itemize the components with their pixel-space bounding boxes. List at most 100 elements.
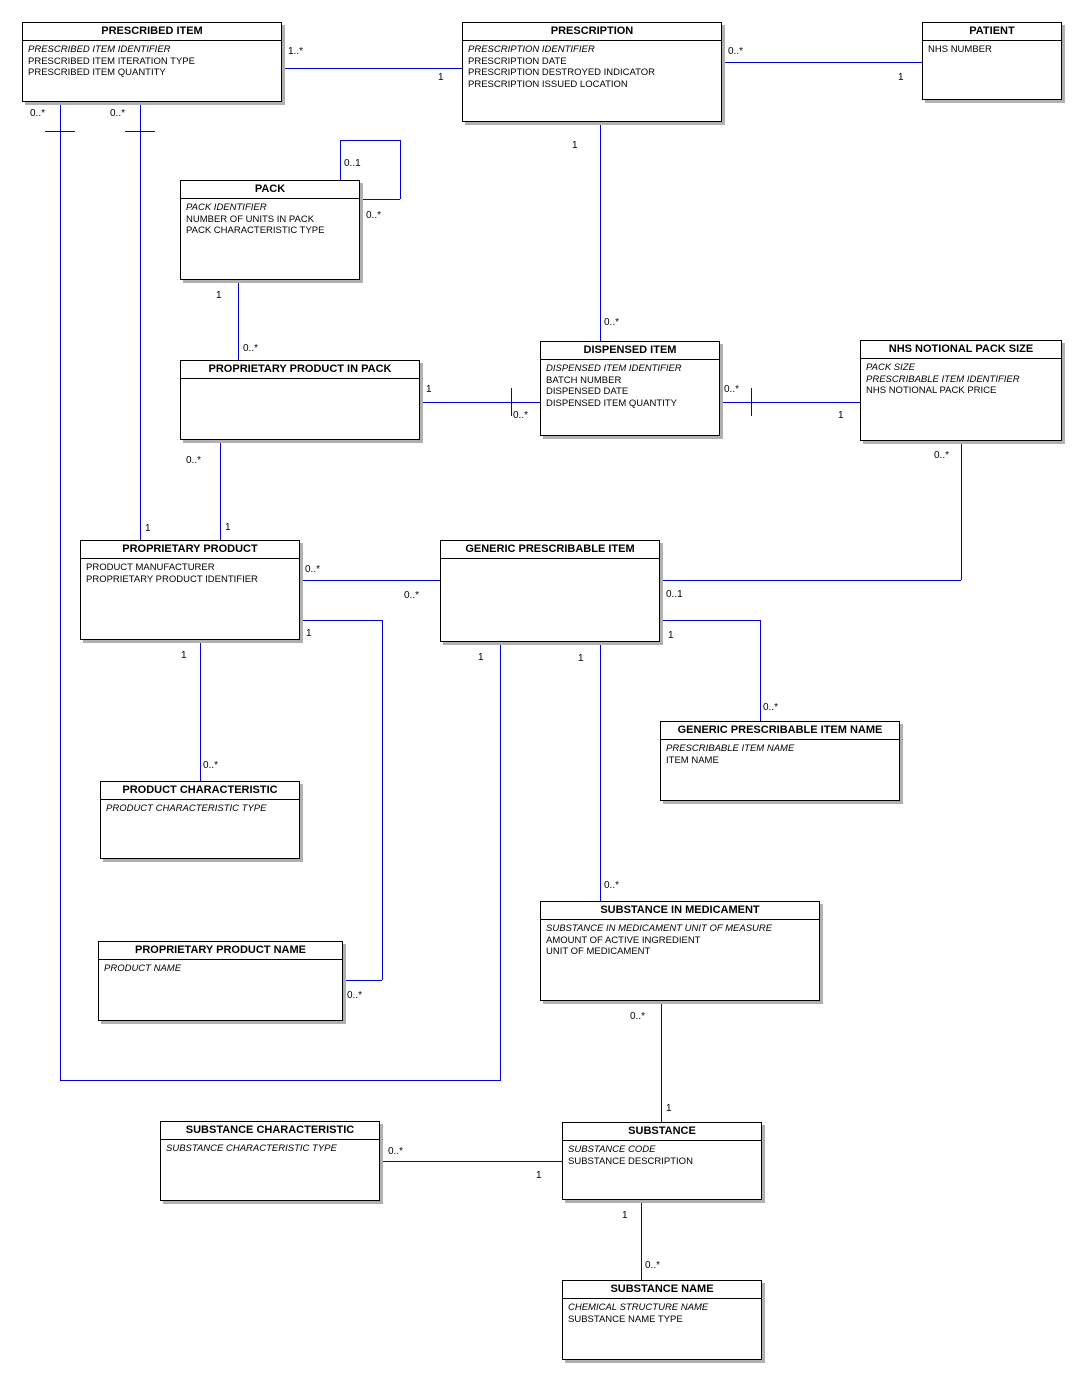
entity-title: SUBSTANCE IN MEDICAMENT	[541, 902, 819, 920]
entity-title: SUBSTANCE NAME	[563, 1281, 761, 1299]
entity-attribute: PRESCRIBED ITEM QUANTITY	[28, 67, 166, 78]
entity-attribute: PRESCRIPTION IDENTIFIER	[468, 44, 595, 55]
entity-attribute: DISPENSED DATE	[546, 386, 629, 397]
entity-attribute: BATCH NUMBER	[546, 374, 622, 386]
relationship-line	[60, 102, 61, 1080]
relationship-line	[660, 580, 961, 581]
entity-title: NHS NOTIONAL PACK SIZE	[861, 341, 1061, 359]
entity-attribute: PROPRIETARY PRODUCT IDENTIFIER	[86, 573, 258, 585]
entity-attribute: ITEM NAME	[666, 754, 719, 766]
entity-attribute: NHS NOTIONAL PACK PRICE	[866, 385, 997, 396]
relationship-line	[661, 1001, 662, 1122]
entity-attributes	[181, 379, 419, 384]
entity-attribute: DISPENSED ITEM QUANTITY	[546, 397, 677, 409]
entity-attribute: PRESCRIBABLE ITEM IDENTIFIER	[866, 373, 1020, 385]
cardinality-label: 0..*	[404, 590, 420, 601]
entity-attribute: PRESCRIBED ITEM IDENTIFIER	[28, 44, 171, 55]
cardinality-label: 0..1	[666, 589, 683, 600]
cardinality-label: 1	[838, 410, 844, 421]
entity-title: PROPRIETARY PRODUCT IN PACK	[181, 361, 419, 379]
entity-proprietary-product-name: PROPRIETARY PRODUCT NAME PRODUCT NAME	[98, 941, 343, 1021]
relationship-line	[340, 140, 341, 180]
relationship-line	[600, 642, 601, 901]
relationship-line	[220, 440, 221, 540]
cardinality-label: 1	[225, 522, 231, 533]
entity-attribute: PRODUCT CHARACTERISTIC TYPE	[106, 803, 267, 814]
cardinality-label: 0..*	[203, 760, 219, 771]
entity-attribute: AMOUNT OF ACTIVE INGREDIENT	[546, 934, 701, 946]
cardinality-label: 1	[898, 72, 904, 83]
entity-substance-characteristic: SUBSTANCE CHARACTERISTIC SUBSTANCE CHARAC…	[160, 1121, 380, 1201]
entity-attributes	[441, 559, 659, 564]
cardinality-label: 0..*	[513, 410, 529, 421]
entity-attribute: DISPENSED ITEM IDENTIFIER	[546, 363, 682, 374]
cardinality-label: 0..*	[724, 384, 740, 395]
cardinality-label: 0..*	[604, 880, 620, 891]
relationship-line	[340, 140, 400, 141]
cardinality-label: 0..*	[388, 1146, 404, 1157]
cardinality-label: 0..*	[934, 450, 950, 461]
entity-attribute: PRODUCT MANUFACTURER	[86, 562, 215, 573]
cardinality-label: 1	[181, 650, 187, 661]
entity-attribute: PACK SIZE	[866, 362, 915, 373]
cardinality-label: 1	[666, 1103, 672, 1114]
relationship-line	[511, 388, 512, 416]
relationship-line	[420, 402, 540, 403]
relationship-line	[360, 199, 400, 200]
entity-attribute: SUBSTANCE CHARACTERISTIC TYPE	[166, 1143, 337, 1154]
relationship-line	[660, 620, 760, 621]
entity-title: PATIENT	[923, 23, 1061, 41]
entity-attribute: SUBSTANCE IN MEDICAMENT UNIT OF MEASURE	[546, 923, 773, 934]
entity-attributes: NHS NUMBER	[923, 41, 1061, 58]
cardinality-label: 0..*	[366, 210, 382, 221]
relationship-line	[641, 1200, 642, 1280]
cardinality-label: 1	[426, 384, 432, 395]
entity-title: SUBSTANCE	[563, 1123, 761, 1141]
entity-title: SUBSTANCE CHARACTERISTIC	[161, 1122, 379, 1140]
entity-title: DISPENSED ITEM	[541, 342, 719, 360]
relationship-line	[722, 62, 922, 63]
relationship-line	[300, 620, 382, 621]
entity-attribute: UNIT OF MEDICAMENT	[546, 946, 651, 957]
entity-title: PACK	[181, 181, 359, 199]
entity-attribute: PRESCRIPTION ISSUED LOCATION	[468, 78, 628, 90]
entity-proprietary-product-in-pack: PROPRIETARY PRODUCT IN PACK	[180, 360, 420, 440]
cardinality-label: 0..*	[30, 108, 46, 119]
entity-attribute: SUBSTANCE CODE	[568, 1144, 656, 1155]
cardinality-label: 0..*	[186, 455, 202, 466]
cardinality-label: 1	[438, 72, 444, 83]
cardinality-label: 0..*	[728, 46, 744, 57]
cardinality-label: 1	[622, 1210, 628, 1221]
relationship-line	[238, 280, 239, 360]
relationship-line	[380, 1161, 562, 1162]
entity-attribute: PRODUCT NAME	[104, 963, 182, 974]
entity-attribute: PRESCRIBED ITEM ITERATION TYPE	[28, 55, 195, 67]
cardinality-label: 1..*	[288, 46, 304, 57]
entity-attributes: SUBSTANCE CHARACTERISTIC TYPE	[161, 1140, 379, 1157]
cardinality-label: 0..*	[630, 1011, 646, 1022]
entity-attribute: NHS NUMBER	[928, 44, 992, 55]
entity-title: GENERIC PRESCRIBABLE ITEM	[441, 541, 659, 559]
relationship-line	[751, 388, 752, 416]
relationship-line	[720, 402, 860, 403]
relationship-line	[600, 122, 601, 341]
entity-attribute: SUBSTANCE DESCRIPTION	[568, 1155, 693, 1167]
cardinality-label: 1	[536, 1170, 542, 1181]
entity-attribute: CHEMICAL STRUCTURE NAME	[568, 1302, 709, 1313]
entity-title: PROPRIETARY PRODUCT NAME	[99, 942, 342, 960]
relationship-line	[60, 1080, 501, 1081]
